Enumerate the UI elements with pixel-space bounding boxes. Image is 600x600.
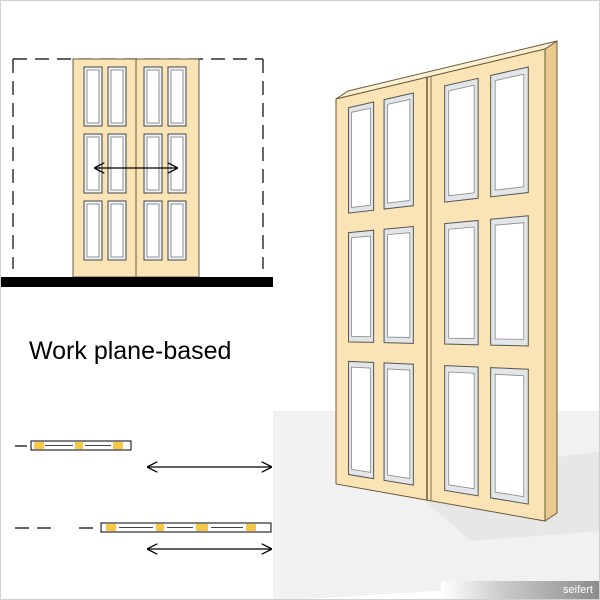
elevation-view: [1, 58, 273, 287]
frame-inlay: [113, 442, 123, 449]
frame-inlay: [75, 442, 83, 449]
door-edge: [544, 40, 558, 522]
frame-inlay: [34, 442, 44, 449]
isometric-view: [273, 40, 599, 599]
credit-bar: seifert: [441, 581, 599, 599]
diagram-title: Work plane-based: [29, 337, 232, 365]
plan-view-top: [15, 440, 271, 467]
frame-inlay: [156, 524, 164, 531]
isometric-panes: [348, 66, 529, 505]
plan-view-bottom: [15, 522, 271, 549]
frame-inlay: [106, 524, 116, 531]
frame-inlay: [246, 524, 256, 531]
credit-text: seifert: [563, 584, 593, 596]
frame-inlay: [196, 524, 208, 531]
floor-line: [1, 277, 273, 287]
elevation-panes: [83, 66, 187, 261]
